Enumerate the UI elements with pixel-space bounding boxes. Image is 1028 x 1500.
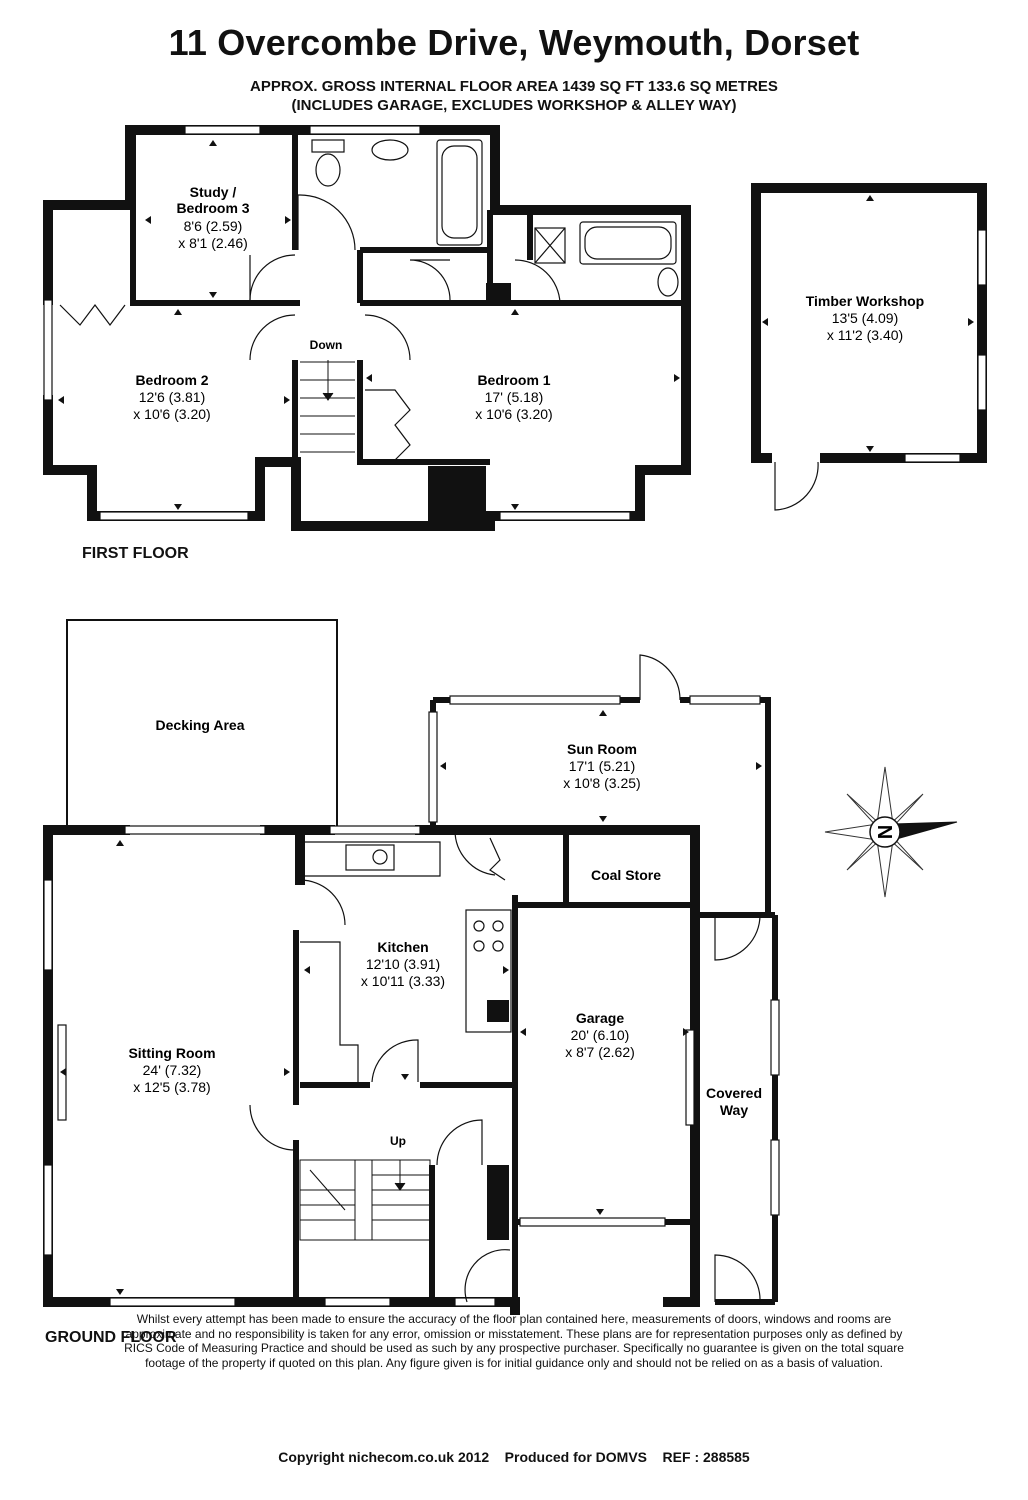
- bedroom2-name: Bedroom 2: [135, 372, 208, 388]
- measure-arrows: [58, 140, 974, 1295]
- study-dim-2: x 8'1 (2.46): [178, 235, 248, 251]
- floor-area-note: (INCLUDES GARAGE, EXCLUDES WORKSHOP & AL…: [291, 97, 737, 114]
- floor-area-line: APPROX. GROSS INTERNAL FLOOR AREA 1439 S…: [250, 78, 778, 95]
- timber-workshop-plan: [751, 183, 987, 511]
- compass-icon: N: [824, 766, 958, 898]
- study-name: Study /: [190, 184, 237, 200]
- copyright-line: Copyright nichecom.co.uk 2012 Produced f…: [278, 1449, 750, 1465]
- garage-dim-2: x 8'7 (2.62): [565, 1044, 635, 1060]
- ground-floor-label: GROUND FLOOR: [45, 1329, 177, 1346]
- sunroom-dim-2: x 10'8 (3.25): [563, 775, 640, 791]
- ground-floor-plan: [43, 619, 780, 1315]
- covered-way-name-2: Way: [720, 1102, 748, 1118]
- sunroom-name: Sun Room: [567, 741, 637, 757]
- workshop-name: Timber Workshop: [806, 293, 925, 309]
- bedroom1-dim-1: 17' (5.18): [485, 389, 544, 405]
- first-floor-label: FIRST FLOOR: [82, 545, 189, 562]
- kitchen-dim-2: x 10'11 (3.33): [361, 973, 445, 989]
- page-title: 11 Overcombe Drive, Weymouth, Dorset: [168, 22, 860, 63]
- bedroom1-dim-2: x 10'6 (3.20): [475, 406, 552, 422]
- kitchen-dim-1: 12'10 (3.91): [366, 956, 440, 972]
- decking-name: Decking Area: [156, 717, 245, 733]
- compass-north-label: N: [873, 825, 895, 839]
- workshop-dim-1: 13'5 (4.09): [832, 310, 899, 326]
- sunroom-dim-1: 17'1 (5.21): [569, 758, 636, 774]
- bedroom1-name: Bedroom 1: [477, 372, 550, 388]
- sitting-dim-1: 24' (7.32): [143, 1062, 202, 1078]
- covered-way-name: Covered: [706, 1085, 762, 1101]
- study-name-2: Bedroom 3: [176, 200, 249, 216]
- kitchen-name: Kitchen: [377, 939, 428, 955]
- bedroom2-dim-2: x 10'6 (3.20): [133, 406, 210, 422]
- sitting-name: Sitting Room: [128, 1045, 215, 1061]
- garage-name: Garage: [576, 1010, 624, 1026]
- stairs-up-label: Up: [390, 1134, 406, 1148]
- coalstore-name: Coal Store: [591, 867, 661, 883]
- bedroom2-dim-1: 12'6 (3.81): [139, 389, 206, 405]
- disclaimer-text: Whilst every attempt has been made to en…: [124, 1312, 904, 1370]
- workshop-dim-2: x 11'2 (3.40): [827, 327, 903, 343]
- sitting-dim-2: x 12'5 (3.78): [133, 1079, 210, 1095]
- first-floor-plan: [43, 125, 691, 531]
- stairs-down-label: Down: [310, 338, 343, 352]
- garage-dim-1: 20' (6.10): [571, 1027, 630, 1043]
- study-dim-1: 8'6 (2.59): [184, 218, 243, 234]
